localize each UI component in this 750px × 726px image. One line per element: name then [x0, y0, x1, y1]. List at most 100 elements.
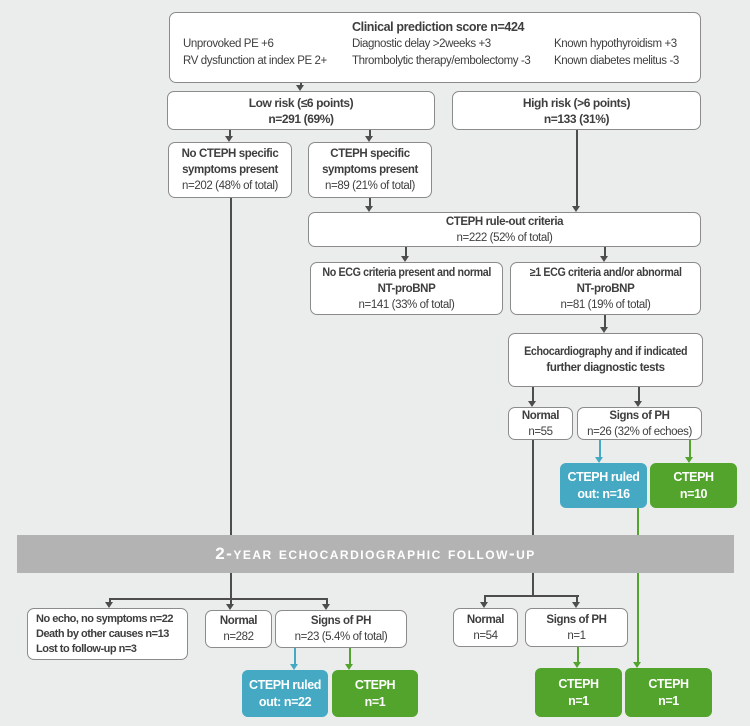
high-risk-label: High risk (>6 points): [522, 95, 631, 110]
line-split-to-info: [109, 600, 111, 603]
box-ecg-abnormal-ntprobnp: ≥1 ECG criteria and/or abnormal NT-proBN…: [510, 262, 701, 315]
box-high-risk: High risk (>6 points) n=133 (31%): [452, 91, 701, 130]
no-symptoms-label: symptoms present: [182, 164, 278, 176]
line-lowrisk-to-symptoms: [369, 130, 371, 137]
rule-out-count: n=222 (52% of total): [456, 231, 553, 244]
box-echo-signs-of-ph: Signs of PH n=26 (32% of echoes): [577, 407, 702, 440]
no-symptoms-count: n=202 (48% of total): [182, 180, 278, 192]
low-risk-count: n=291 (69%): [268, 111, 334, 126]
prediction-criterion: Unprovoked PE +6: [183, 38, 274, 50]
box-followup-signs-of-ph-1: Signs of PH n=1: [525, 608, 628, 647]
arrow-ruleout-to-noecg: [401, 256, 409, 262]
box-cteph-10: CTEPH n=10: [650, 463, 737, 508]
cteph-1b-count: n=1: [568, 693, 589, 708]
ecg-label: ≥1 ECG criteria and/or abnormal: [529, 266, 682, 279]
arrow-signs1-to-cteph1b: [573, 662, 581, 668]
fu-signs-23-count: n=23 (5.4% of total): [294, 631, 388, 643]
fu-signs-1-label: Signs of PH: [546, 613, 607, 626]
fu-normal-54-count: n=54: [473, 629, 498, 642]
ecg-count: n=81 (19% of total): [560, 298, 651, 311]
line-ecg-to-echo: [604, 315, 606, 328]
cteph-10-count: n=10: [679, 486, 708, 501]
box-no-cteph-symptoms: No CTEPH specific symptoms present n=202…: [168, 142, 292, 198]
line-split-to-signs23: [326, 600, 328, 605]
box-no-ecg-normal-ntprobnp: No ECG criteria present and normal NT-pr…: [310, 262, 503, 315]
arrow-symptoms-to-ruleout: [365, 206, 373, 212]
box-followup-normal-54: Normal n=54: [453, 608, 518, 647]
no-symptoms-label: No CTEPH specific: [181, 148, 279, 160]
prediction-criterion: Diagnostic delay >2weeks +3: [352, 38, 491, 50]
line-ruleout-to-noecg: [405, 247, 407, 257]
no-ecg-label: NT-proBNP: [377, 282, 436, 295]
fu-signs-23-label: Signs of PH: [310, 615, 372, 627]
followup-band: 2-year echocardiographic follow-up: [17, 535, 734, 573]
arrow-lowrisk-to-nosymptoms: [225, 136, 233, 142]
box-cteph-symptoms: CTEPH specific symptoms present n=89 (21…: [308, 142, 432, 198]
box-cteph-ruled-out-22: CTEPH ruled out: n=22: [242, 670, 328, 717]
line-signs23-to-ruledout22: [294, 648, 296, 665]
cteph-1b-label: CTEPH: [558, 676, 599, 691]
box-followup-signs-of-ph-23: Signs of PH n=23 (5.4% of total): [275, 610, 407, 648]
echo-normal-count: n=55: [528, 425, 553, 438]
prediction-title: Clinical prediction score n=424: [352, 20, 525, 34]
cteph-1a-count: n=1: [364, 694, 386, 709]
line-nosymptoms-to-followup: [230, 198, 232, 600]
attrition-line: Death by other causes n=13: [36, 627, 169, 640]
symptoms-label: CTEPH specific: [330, 148, 410, 160]
high-risk-count: n=133 (31%): [543, 111, 610, 126]
no-ecg-label: No ECG criteria present and normal: [322, 266, 491, 279]
prediction-criterion: Known hypothyroidism +3: [554, 38, 677, 50]
symptoms-count: n=89 (21% of total): [325, 180, 415, 192]
box-followup-normal-282: Normal n=282: [205, 610, 272, 648]
arrow-echo-to-normal55: [528, 401, 536, 407]
arrow-ecg-to-echo: [600, 327, 608, 333]
line-ruledout16-to-cteph1c: [637, 508, 639, 662]
line-echo-to-signs26: [638, 387, 640, 402]
prediction-criterion: Known diabetes melitus -3: [554, 55, 679, 67]
line-signs1-to-cteph1b: [577, 647, 579, 663]
line-signs23-to-cteph1a: [349, 648, 351, 665]
ruled-out-22-count: out: n=22: [258, 694, 312, 709]
arrow-split-to-signs1: [572, 602, 580, 608]
arrow-highrisk-to-ruleout: [572, 206, 580, 212]
arrow-split-to-normal54: [480, 602, 488, 608]
line-symptoms-to-ruleout: [369, 198, 371, 207]
box-echo-normal: Normal n=55: [508, 407, 573, 440]
fu-normal-282-label: Normal: [219, 615, 258, 627]
ruled-out-16-label: CTEPH ruled: [567, 469, 640, 484]
line-ruleout-to-ecg: [604, 247, 606, 257]
arrow-split-to-info: [105, 602, 113, 608]
attrition-line: Lost to follow-up n=3: [36, 642, 137, 655]
arrow-signs26-to-ruledout16: [595, 457, 603, 463]
box-cteph-ruled-out-16: CTEPH ruled out: n=16: [560, 463, 647, 508]
cteph-10-label: CTEPH: [673, 469, 714, 484]
prediction-criterion: Thrombolytic therapy/embolectomy -3: [352, 55, 531, 67]
arrow-ruleout-to-ecg: [600, 256, 608, 262]
arrow-top-to-lowrisk: [296, 85, 304, 91]
cteph-1a-label: CTEPH: [354, 677, 396, 692]
line-echo-to-normal55: [532, 387, 534, 402]
cteph-1c-count: n=1: [658, 693, 679, 708]
echo-signs-count: n=26 (32% of echoes): [587, 425, 692, 438]
box-clinical-prediction-score: Clinical prediction score n=424 Unprovok…: [169, 12, 701, 83]
box-echocardiography: Echocardiography and if indicated furthe…: [508, 333, 703, 387]
line-followup-left-split: [109, 598, 328, 600]
echo-normal-label: Normal: [521, 409, 560, 422]
fu-normal-282-count: n=282: [223, 631, 254, 643]
fu-signs-1-count: n=1: [567, 629, 586, 642]
arrow-echo-to-signs26: [634, 401, 642, 407]
rule-out-label: CTEPH rule-out criteria: [445, 215, 564, 228]
line-normal55-to-followup: [532, 440, 534, 597]
arrow-signs23-to-ruledout22: [290, 664, 298, 670]
line-signs26-to-ruledout16: [599, 440, 601, 458]
cteph-1c-label: CTEPH: [648, 676, 689, 691]
line-split-to-normal282: [230, 600, 232, 605]
echo-label: further diagnostic tests: [546, 362, 665, 374]
no-ecg-count: n=141 (33% of total): [358, 298, 455, 311]
arrow-split-to-normal282: [226, 604, 234, 610]
arrow-split-to-signs23: [322, 604, 330, 610]
line-top-to-lowrisk: [300, 82, 302, 86]
ecg-label: NT-proBNP: [576, 282, 635, 295]
line-split-to-normal54: [484, 597, 486, 603]
